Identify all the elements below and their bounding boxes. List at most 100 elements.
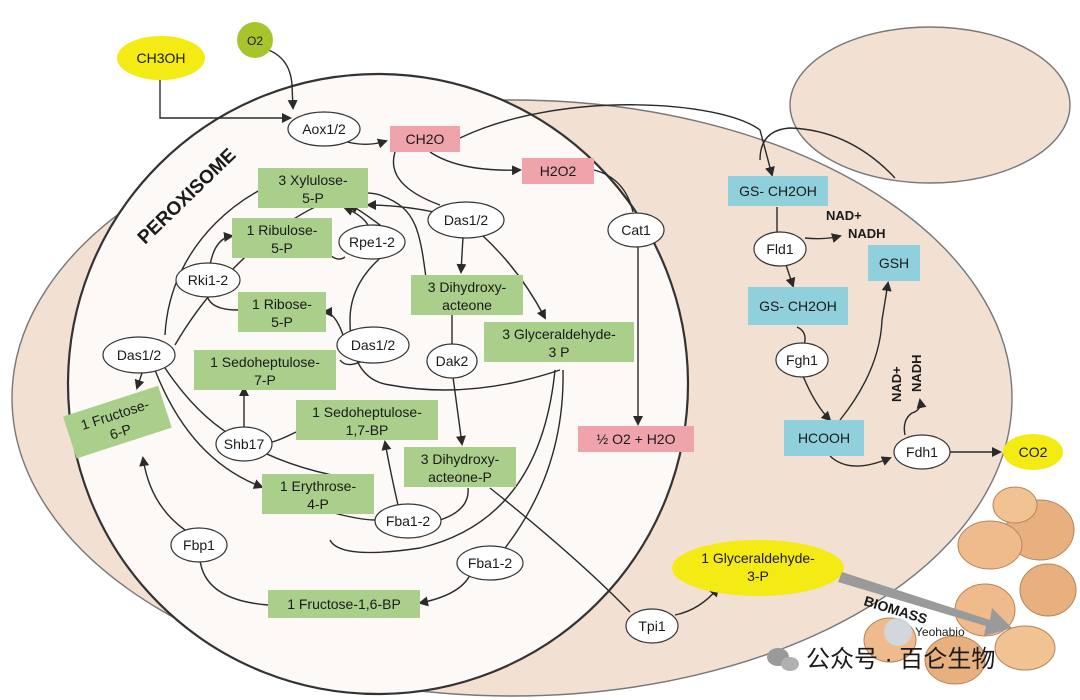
metabolite-glutathione: GSH <box>868 245 920 281</box>
edge-fbalow-fbp16 <box>418 574 471 607</box>
svg-text:O2: O2 <box>247 34 263 48</box>
svg-text:Das1/2: Das1/2 <box>117 347 162 363</box>
enzyme-tpi: Tpi1 <box>625 608 679 644</box>
svg-text:acteone-P: acteone-P <box>428 469 492 485</box>
edge-rpe-xylulose <box>343 206 369 226</box>
enzyme-fgh: Fgh1 <box>775 342 829 378</box>
svg-text:Fbp1: Fbp1 <box>183 537 215 553</box>
metabolite-ribulose: 1 Ribulose- 5-P <box>232 218 332 258</box>
svg-text:Rpe1-2: Rpe1-2 <box>349 234 395 250</box>
svg-text:H2O2: H2O2 <box>540 163 577 179</box>
metabolite-dihydroxyacetone-p: 3 Dihydroxy- acteone-P <box>404 447 516 487</box>
svg-text:Fld1: Fld1 <box>766 241 793 257</box>
edge-ch2o-h2o2 <box>429 151 522 176</box>
edge-methanol-aox <box>159 78 292 123</box>
svg-text:GS- CH2OH: GS- CH2OH <box>739 183 817 199</box>
svg-text:Aox1/2: Aox1/2 <box>302 121 346 137</box>
cofactor-nadh-fdh: NADH <box>909 354 924 392</box>
watermark-text: 公众号 · 百仑生物 <box>806 646 995 673</box>
svg-text:GS- CH2OH: GS- CH2OH <box>759 298 837 314</box>
svg-text:3 Dihydroxy-: 3 Dihydroxy- <box>428 279 507 295</box>
svg-text:½ O2 + H2O: ½ O2 + H2O <box>597 431 676 447</box>
svg-text:6-P: 6-P <box>108 421 134 443</box>
enzyme-rki: Rki1-2 <box>175 262 241 298</box>
svg-text:Das1/2: Das1/2 <box>351 337 396 353</box>
enzyme-das-mid: Das1/2 <box>336 326 410 364</box>
svg-text:1 Glyceraldehyde-: 1 Glyceraldehyde- <box>701 550 815 566</box>
metabolite-dihydroxyacetone: 3 Dihydroxy- acteone <box>411 275 523 315</box>
svg-text:HCOOH: HCOOH <box>798 430 850 446</box>
edge-dasleft-fructose <box>134 372 145 390</box>
svg-text:Rki1-2: Rki1-2 <box>188 272 229 288</box>
metabolite-gs-ch2oh-1: GS- CH2OH <box>728 176 828 206</box>
svg-text:1 Ribulose-: 1 Ribulose- <box>247 222 318 238</box>
svg-text:Das1/2: Das1/2 <box>444 212 489 228</box>
edge-gap-fba-arc <box>329 369 556 554</box>
biomass-arrow <box>838 572 1012 636</box>
svg-text:4-P: 4-P <box>307 496 329 512</box>
watermark: Yeohabio 公众号 · 百仑生物 <box>767 618 995 673</box>
edge-das-xylulose <box>366 200 435 213</box>
edge-fld-nadh <box>804 233 842 243</box>
metabolite-ribose: 1 Ribose- 5-P <box>238 292 326 332</box>
enzyme-cat: Cat1 <box>607 212 665 248</box>
edge-f16bp-fbp <box>199 559 269 606</box>
edge-h2o2-cat <box>593 169 634 213</box>
svg-text:Dak2: Dak2 <box>436 353 469 369</box>
watermark-logo-text: Yeohabio <box>915 625 965 639</box>
edge-fbp-f6p <box>139 456 186 531</box>
cofactor-nadh-fld: NADH <box>848 226 886 241</box>
metabolite-oxygen: O2 <box>237 22 273 58</box>
edge-s17-shb <box>271 431 297 443</box>
enzyme-fbp: Fbp1 <box>170 527 228 563</box>
svg-text:3-P: 3-P <box>747 568 769 584</box>
cofactor-nad-fdh: NAD+ <box>889 366 904 402</box>
svg-text:acteone: acteone <box>442 297 492 313</box>
metabolite-glyceraldehyde-3p-out: 1 Glyceraldehyde- 3-P <box>672 540 844 596</box>
svg-text:CH2O: CH2O <box>406 131 445 147</box>
metabolite-methanol: CH3OH <box>117 36 205 80</box>
edge-ch2o-das <box>392 151 441 206</box>
svg-text:Tpi1: Tpi1 <box>638 618 665 634</box>
edge-gap-fbalow <box>504 369 564 549</box>
svg-text:1 Sedoheptulose-: 1 Sedoheptulose- <box>210 354 320 370</box>
edge-fdh-nadh <box>903 398 927 436</box>
enzyme-das-top: Das1/2 <box>427 201 505 239</box>
edge-fba-dhap <box>439 487 469 521</box>
edge-dak-dhap <box>452 376 466 446</box>
yeast-cells-illustration <box>863 486 1077 685</box>
edge-ch2o-gsch2oh <box>459 104 775 177</box>
svg-text:Cat1: Cat1 <box>621 222 651 238</box>
metabolite-erythrose: 1 Erythrose- 4-P <box>262 474 374 514</box>
enzyme-aox: Aox1/2 <box>287 111 361 147</box>
svg-text:Shb17: Shb17 <box>224 436 265 452</box>
edge-fgh-hcooh <box>802 375 832 422</box>
enzyme-das-left: Das1/2 <box>102 336 176 374</box>
svg-text:7-P: 7-P <box>254 372 276 388</box>
enzyme-shb: Shb17 <box>215 426 273 462</box>
edge-dasleft-erythrose <box>154 369 264 489</box>
svg-text:CO2: CO2 <box>1019 444 1048 460</box>
edge-fld-gsch2oh2 <box>785 264 796 288</box>
svg-text:3 Glyceraldehyde-: 3 Glyceraldehyde- <box>502 326 616 342</box>
svg-text:Fba1-2: Fba1-2 <box>468 555 513 571</box>
svg-text:Fgh1: Fgh1 <box>786 352 818 368</box>
enzyme-rpe: Rpe1-2 <box>338 224 406 260</box>
metabolite-fructose-16bp: 1 Fructose-1,6-BP <box>268 590 420 618</box>
enzyme-fdh: Fdh1 <box>893 434 951 470</box>
svg-text:5-P: 5-P <box>271 314 293 330</box>
enzyme-fba-1: Fba1-2 <box>374 503 442 539</box>
edge-s7p-dasmid <box>339 359 361 366</box>
wechat-icon <box>767 648 799 671</box>
svg-text:3 Xylulose-: 3 Xylulose- <box>278 172 348 188</box>
svg-text:Fba1-2: Fba1-2 <box>386 513 431 529</box>
metabolite-sedoheptulose-17bp: 1 Sedoheptulose- 1,7-BP <box>296 400 438 440</box>
edge-gsh-loop <box>759 127 896 179</box>
enzyme-fld: Fld1 <box>753 231 807 267</box>
edge-das-dha <box>456 236 467 274</box>
svg-text:5-P: 5-P <box>271 240 293 256</box>
enzyme-fba-2: Fba1-2 <box>456 545 524 581</box>
metabolite-sedoheptulose-7p: 1 Sedoheptulose- 7-P <box>194 350 336 390</box>
